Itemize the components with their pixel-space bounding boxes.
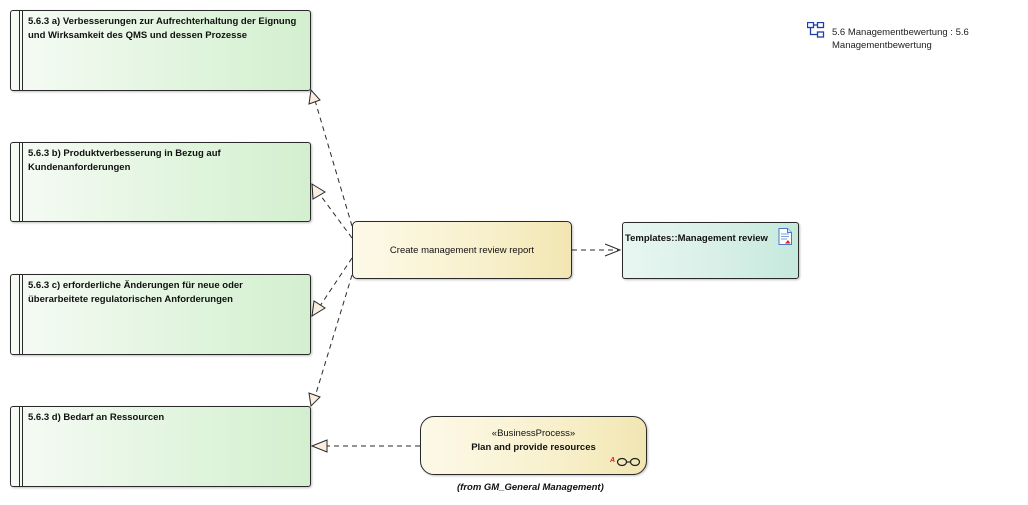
requirement-bar [19, 407, 20, 486]
connector-activity-req-a[interactable] [313, 96, 353, 227]
requirement-bar [22, 143, 23, 221]
arrowhead-req-c [311, 300, 326, 317]
requirement-a[interactable]: 5.6.3 a) Verbesserungen zur Aufrechterha… [10, 10, 311, 91]
requirement-label: 5.6.3 c) erforderliche Änderungen für ne… [28, 280, 243, 305]
artifact-management-review[interactable]: Templates::Management review [622, 222, 799, 279]
requirement-bar [19, 275, 20, 354]
requirement-bar [22, 407, 23, 486]
package-label-text: 5.6 Managementbewertung : 5.6 Management… [832, 27, 969, 51]
arrowhead-bp-req-d [310, 439, 328, 453]
connector-activity-req-b[interactable] [317, 191, 353, 239]
requirement-c[interactable]: 5.6.3 c) erforderliche Änderungen für ne… [10, 274, 311, 355]
requirement-bar [19, 11, 20, 90]
business-process-name: Plan and provide resources [471, 442, 596, 453]
requirement-label: 5.6.3 d) Bedarf an Ressourcen [28, 412, 165, 423]
alert-marker: A [609, 457, 615, 464]
requirement-bar [19, 143, 20, 221]
arrowhead-req-d [308, 392, 321, 408]
link-chain-icon [616, 457, 641, 467]
requirement-d[interactable]: 5.6.3 d) Bedarf an Ressourcen [10, 406, 311, 487]
arrowhead-artifact [604, 243, 622, 257]
business-process-origin: (from GM_General Management) [457, 482, 604, 493]
requirement-label: 5.6.3 a) Verbesserungen zur Aufrechterha… [28, 16, 297, 41]
activity-label: Create management review report [389, 244, 535, 256]
document-icon [778, 228, 792, 245]
requirement-b[interactable]: 5.6.3 b) Produktverbesserung in Bezug au… [10, 142, 311, 222]
artifact-label: Templates::Management review [625, 233, 768, 244]
connector-activity-req-c[interactable] [317, 257, 353, 310]
arrowhead-req-a [308, 88, 321, 105]
activity-create-report[interactable]: Create management review report [352, 221, 572, 279]
requirement-bar [22, 11, 23, 90]
package-diagram-icon [807, 22, 825, 38]
business-process-plan-resources[interactable]: «BusinessProcess» Plan and provide resou… [420, 416, 647, 475]
business-process-stereotype: «BusinessProcess» [491, 428, 576, 439]
requirement-bar [22, 275, 23, 354]
connector-activity-req-d[interactable] [313, 274, 353, 401]
requirement-label: 5.6.3 b) Produktverbesserung in Bezug au… [28, 148, 221, 173]
arrowhead-req-b [311, 183, 326, 200]
